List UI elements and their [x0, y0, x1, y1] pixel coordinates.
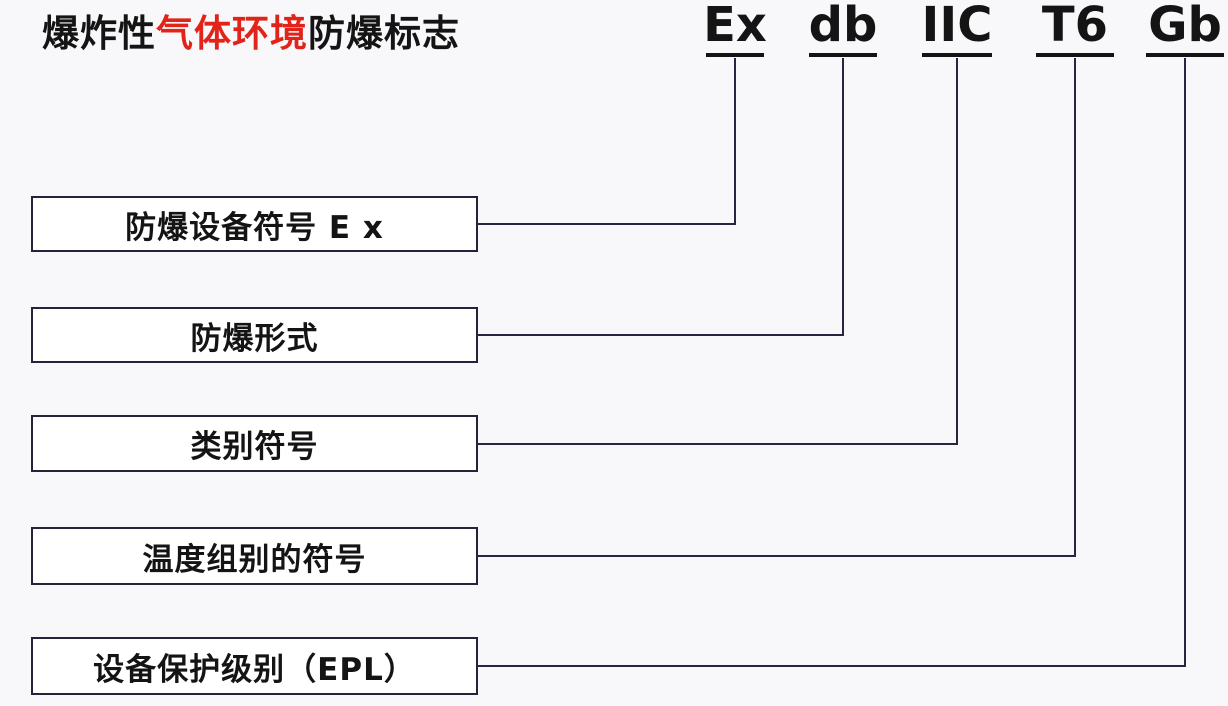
code-term-gb-underline — [1146, 53, 1224, 57]
page-title: 爆炸性气体环境防爆标志 — [42, 12, 460, 56]
code-term-iic-text: IIC — [921, 0, 993, 53]
connector-vline-db — [842, 58, 844, 336]
code-term-t6-text: T6 — [1041, 0, 1109, 53]
code-term-t6-underline — [1036, 53, 1114, 57]
connector-vline-iic — [956, 58, 958, 445]
title-part-explosive: 爆炸性 — [42, 12, 156, 55]
connector-hline-ex — [478, 223, 736, 225]
connector-hline-db — [478, 334, 844, 336]
code-term-iic: IIC — [922, 0, 992, 62]
code-term-iic-underline — [922, 53, 992, 57]
legend-box-protection-type-label: 防爆形式 — [190, 320, 319, 357]
legend-box-temperature-class-label: 温度组别的符号 — [142, 541, 367, 578]
legend-box-equipment-symbol: 防爆设备符号 E x — [31, 196, 478, 252]
code-term-ex-underline — [706, 53, 764, 57]
title-part-gas-environment: 气体环境 — [156, 12, 308, 55]
code-term-gb-text: Gb — [1148, 0, 1222, 53]
legend-box-category-symbol-label: 类别符号 — [190, 429, 319, 465]
connector-hline-gb — [478, 665, 1186, 667]
connector-vline-ex — [734, 58, 736, 225]
code-term-db: db — [809, 0, 877, 62]
code-term-t6: T6 — [1036, 0, 1114, 62]
code-term-ex-text: Ex — [703, 0, 767, 53]
legend-box-epl-label: 设备保护级别（EPL） — [93, 651, 416, 688]
legend-box-protection-type: 防爆形式 — [31, 307, 478, 363]
code-term-ex: Ex — [703, 0, 767, 62]
legend-box-equipment-symbol-label: 防爆设备符号 E x — [125, 209, 384, 246]
connector-vline-gb — [1184, 58, 1186, 667]
legend-box-temperature-class: 温度组别的符号 — [31, 527, 478, 585]
title-part-exproof-mark: 防爆标志 — [308, 12, 460, 55]
connector-hline-iic — [478, 443, 958, 445]
code-term-gb: Gb — [1146, 0, 1224, 62]
connector-vline-t6 — [1074, 58, 1076, 557]
code-term-db-text: db — [808, 0, 878, 53]
connector-hline-t6 — [478, 555, 1076, 557]
legend-box-epl: 设备保护级别（EPL） — [31, 637, 478, 695]
code-term-db-underline — [809, 53, 877, 57]
legend-box-category-symbol: 类别符号 — [31, 415, 478, 472]
